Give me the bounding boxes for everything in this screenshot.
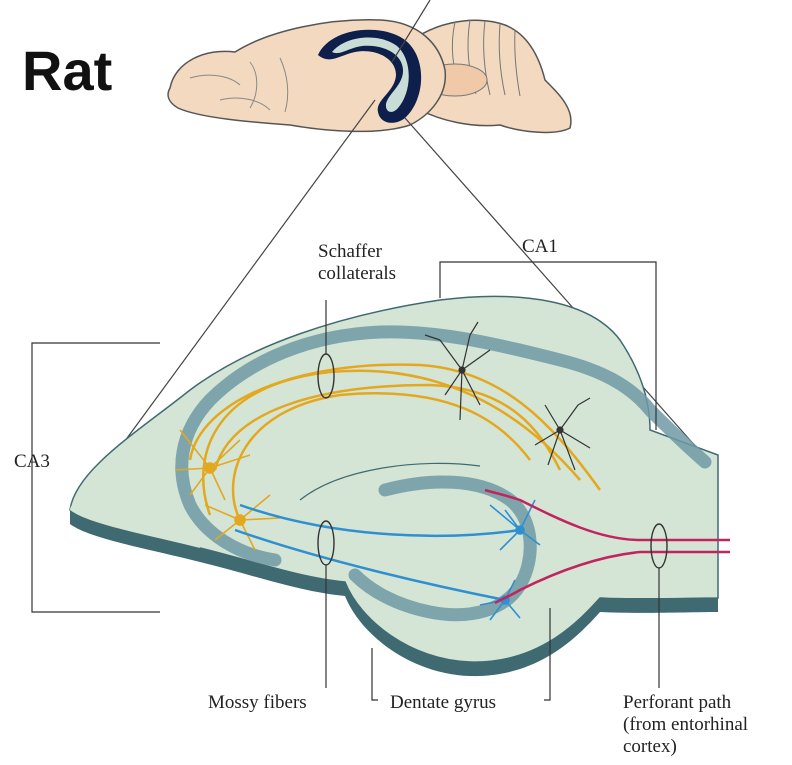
- dentate-gyrus-label: Dentate gyrus: [390, 692, 496, 714]
- rat-brain-illustration: [168, 0, 571, 132]
- perforant-path-label: Perforant path (from entorhinal cortex): [623, 692, 748, 758]
- mossy-fibers-label: Mossy fibers: [208, 692, 307, 714]
- ca3-label: CA3: [14, 451, 50, 473]
- hippocampus-slice-illustration: [70, 296, 730, 676]
- schaffer-collaterals-label: Schaffer collaterals: [318, 241, 396, 285]
- ca1-label: CA1: [522, 236, 558, 258]
